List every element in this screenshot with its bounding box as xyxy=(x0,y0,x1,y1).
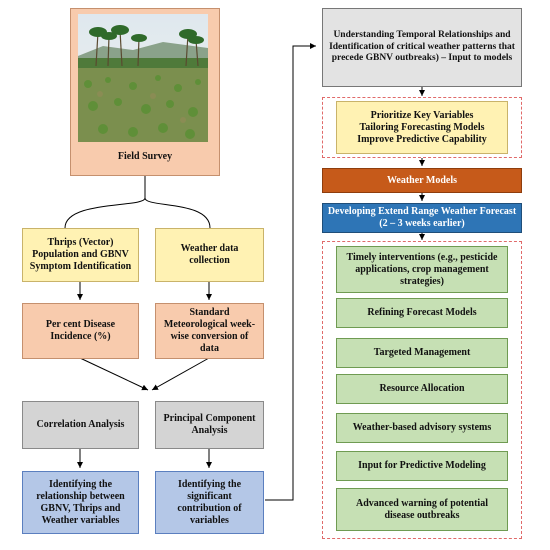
refining-forecast-label: Refining Forecast Models xyxy=(367,307,477,318)
targeted-management-box: Targeted Management xyxy=(336,338,508,368)
targeted-management-label: Targeted Management xyxy=(373,347,471,358)
prioritize-line-3: Improve Predictive Capability xyxy=(357,133,487,145)
extended-forecast-box: Developing Extend Range Weather Forecast… xyxy=(322,203,522,233)
weather-models-box: Weather Models xyxy=(322,168,522,193)
timely-interventions-label: Timely interventions (e.g., pesticide ap… xyxy=(346,251,498,287)
correlation-analysis-box: Correlation Analysis xyxy=(22,401,139,449)
temporal-relationships-box: Understanding Temporal Relationships and… xyxy=(322,8,522,87)
weather-models-label: Weather Models xyxy=(386,174,458,186)
prioritize-dashed-frame xyxy=(322,97,522,158)
weather-collection-box: Weather data collection xyxy=(155,228,264,282)
predictive-modeling-box: Input for Predictive Modeling xyxy=(336,451,508,481)
prioritize-line-2: Tailoring Forecasting Models xyxy=(359,121,485,133)
advisory-systems-box: Weather-based advisory systems xyxy=(336,413,508,443)
temporal-relationships-label: Understanding Temporal Relationships and… xyxy=(329,30,515,64)
smw-conversion-label: Standard Meteorological week-wise conver… xyxy=(163,307,256,354)
extended-forecast-label: Developing Extend Range Weather Forecast… xyxy=(327,206,517,229)
predictive-modeling-label: Input for Predictive Modeling xyxy=(358,460,486,471)
relationship-box: Identifying the relationship between GBN… xyxy=(22,471,139,534)
field-survey-label: Field Survey xyxy=(117,151,173,162)
pca-box: Principal Component Analysis xyxy=(155,401,264,449)
timely-interventions-box: Timely interventions (e.g., pesticide ap… xyxy=(336,246,508,293)
resource-allocation-box: Resource Allocation xyxy=(336,374,508,404)
correlation-analysis-label: Correlation Analysis xyxy=(36,419,125,430)
prioritize-box: Prioritize Key Variables Tailoring Forec… xyxy=(336,101,508,154)
prioritize-line-1: Prioritize Key Variables xyxy=(370,109,474,121)
advisory-systems-label: Weather-based advisory systems xyxy=(352,422,492,433)
contribution-box: Identifying the significant contribution… xyxy=(155,471,264,534)
disease-incidence-box: Per cent Disease Incidence (%) xyxy=(22,303,139,359)
weather-collection-label: Weather data collection xyxy=(180,243,239,266)
refining-forecast-box: Refining Forecast Models xyxy=(336,298,508,328)
advanced-warning-label: Advanced warning of potential disease ou… xyxy=(356,497,488,521)
resource-allocation-label: Resource Allocation xyxy=(379,383,465,394)
smw-conversion-box: Standard Meteorological week-wise conver… xyxy=(155,303,264,359)
thrips-gbnv-box: Thrips (Vector) Population and GBNV Symp… xyxy=(22,228,139,282)
advanced-warning-box: Advanced warning of potential disease ou… xyxy=(336,488,508,531)
disease-incidence-label: Per cent Disease Incidence (%) xyxy=(45,319,116,342)
thrips-gbnv-label: Thrips (Vector) Population and GBNV Symp… xyxy=(29,237,132,272)
field-photo xyxy=(78,14,208,142)
outcomes-dashed-frame xyxy=(322,241,522,539)
contribution-label: Identifying the significant contribution… xyxy=(177,478,242,526)
relationship-label: Identifying the relationship between GBN… xyxy=(36,478,125,526)
pca-label: Principal Component Analysis xyxy=(163,413,256,436)
